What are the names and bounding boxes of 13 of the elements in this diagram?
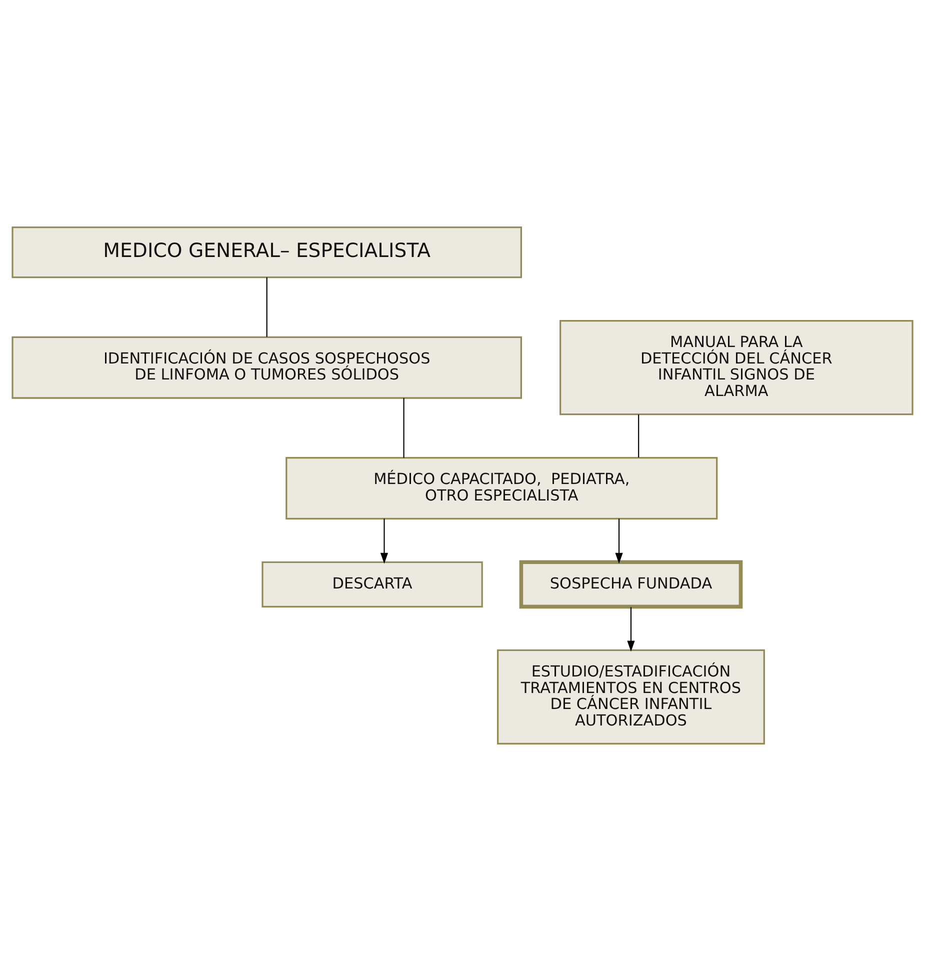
arrow (627, 606, 635, 652)
node-box: IDENTIFICACIÓN DE CASOS SOSPECHOSOS DE LINFOMA O TUMORES SÓLIDOS (12, 336, 522, 398)
arrow (615, 518, 623, 564)
connector (266, 276, 268, 336)
node-box: ESTUDIO/ESTADIFICACIÓN TRATAMIENTOS EN CENTROS DE CÁNCER INFANTIL AUTORIZADOS (497, 648, 765, 744)
arrow (380, 518, 388, 564)
node-box: MEDICO GENERAL– ESPECIALISTA (12, 226, 522, 278)
node-box: DESCARTA (262, 560, 483, 608)
node-box: MANUAL PARA LA DETECCIÓN DEL CÁNCER INFANTIL SIGNOS DE ALARMA (560, 320, 914, 415)
node-box: SOSPECHA FUNDADA (519, 560, 743, 608)
connector (403, 398, 404, 458)
connector (638, 414, 640, 457)
node-box: MÉDICO CAPACITADO, PEDIATRA, OTRO ESPECIALISTA (286, 456, 718, 519)
